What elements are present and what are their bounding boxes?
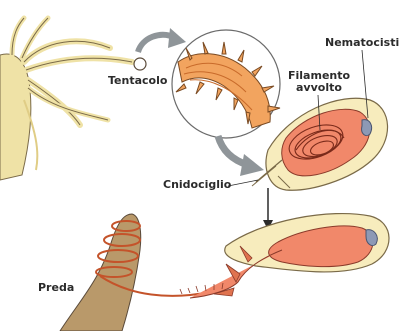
tentacle-zoom-marker xyxy=(134,58,146,70)
label-nematocisti: Nematocisti xyxy=(325,37,399,49)
hydra-body xyxy=(0,18,132,180)
zoom-arrow-icon xyxy=(138,28,186,52)
cnidocyte-discharged xyxy=(180,214,389,298)
label-filamento-line2: avvolto xyxy=(296,82,342,94)
label-cnidociglio: Cnidociglio xyxy=(163,179,231,191)
discharge-arrow-icon xyxy=(263,188,273,230)
magnified-tentacle xyxy=(172,30,280,138)
zoom-arrow-2-icon xyxy=(218,136,264,176)
label-tentacolo: Tentacolo xyxy=(108,75,167,87)
label-preda: Preda xyxy=(38,282,74,294)
